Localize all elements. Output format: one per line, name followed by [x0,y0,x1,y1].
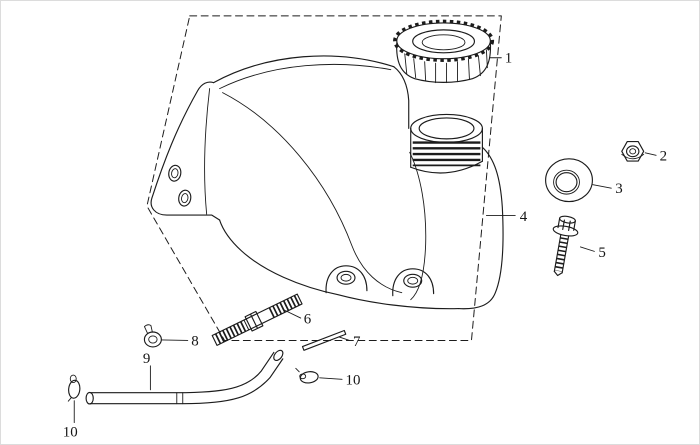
pin-drawing [301,329,347,351]
washer-drawing [545,158,593,203]
tank-body-drawing [150,55,504,310]
dashed-boundary-frame [146,15,502,341]
tube-clip-right-drawing [295,367,319,384]
part-labels: 1 2 3 4 5 6 7 8 9 10 10 [63,51,667,441]
part-label-4: 4 [520,209,528,225]
part-label-8: 8 [191,333,198,349]
fuel-tube-drawing [85,349,284,405]
fuel-tank-cap-drawing [393,19,495,84]
part-label-1: 1 [505,51,512,67]
tube-clip-left-drawing [67,374,81,402]
part-label-7: 7 [353,334,361,350]
part-label-6: 6 [304,312,312,328]
part-label-5: 5 [598,245,605,261]
part-label-3: 3 [615,181,622,197]
filler-neck-drawing [410,113,483,174]
part-label-2: 2 [660,148,667,164]
part-label-10a: 10 [346,372,361,388]
flange-bolt-drawing [552,215,579,277]
hose-clamp-drawing [143,324,162,348]
stud-bolt-drawing [211,293,303,346]
part-label-9: 9 [143,351,150,367]
nut-drawing [621,140,645,162]
leader-lines [73,57,657,424]
diagram-linework: 1 2 3 4 5 6 7 8 9 10 10 [63,15,667,441]
part-label-10b: 10 [63,425,78,441]
